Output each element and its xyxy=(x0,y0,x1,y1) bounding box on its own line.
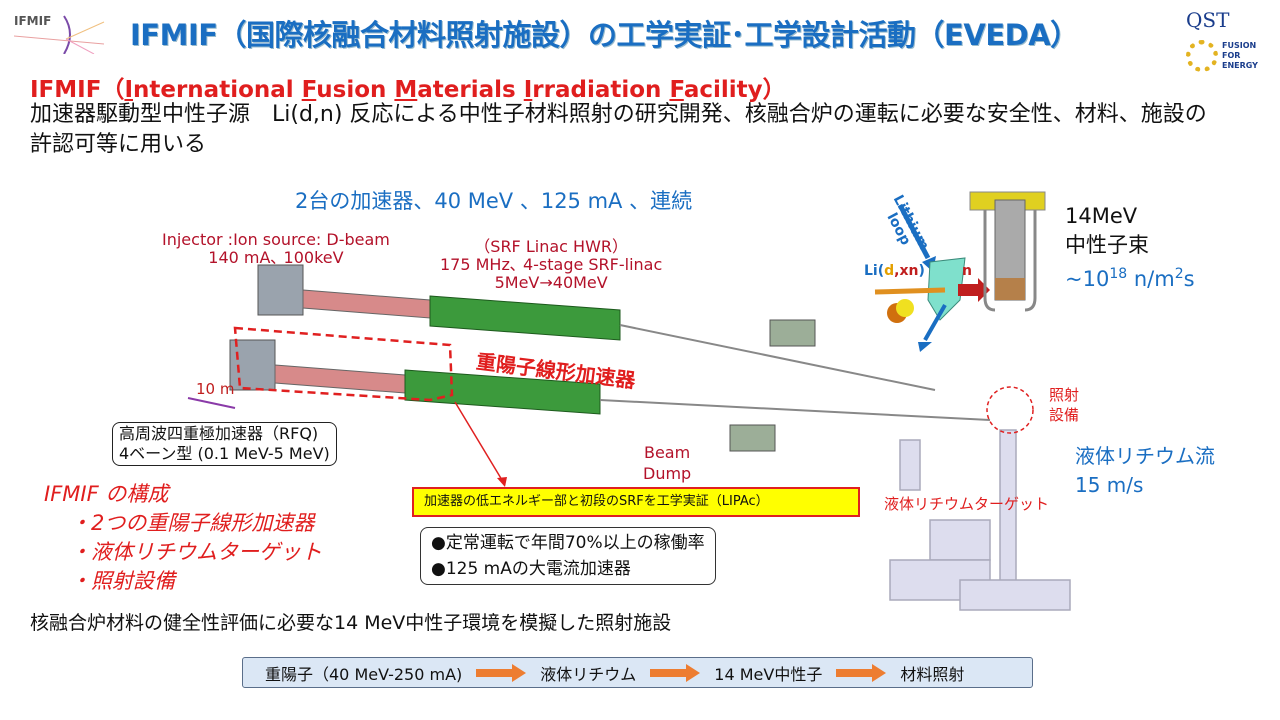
srf-linac-label: （SRF Linac HWR）175 MHz､ 4-stage SRF-lina… xyxy=(440,237,663,292)
f4e-logo: FUSION FOR ENERGY xyxy=(1186,40,1276,76)
ifmif-heading: IFMIF（International Fusion Materials Irr… xyxy=(30,77,786,103)
page-title: IFMIF（国際核融合材料照射施設）の工学実証･工学設計活動（EVEDA） xyxy=(130,18,1079,52)
lithium-target-label: 液体リチウムターゲット xyxy=(884,495,1050,513)
flow-step: 材料照射 xyxy=(900,664,965,684)
flow-step: 14 MeV中性子 xyxy=(714,664,823,684)
composition-title: IFMIF の構成 xyxy=(44,482,169,506)
flow-step: 重陽子（40 MeV-250 mA) xyxy=(265,664,463,684)
process-flow-bar: 重陽子（40 MeV-250 mA) 液体リチウム 14 MeV中性子 材料照射 xyxy=(242,657,1033,688)
ifmif-logo: IFMIF xyxy=(14,14,109,54)
flow-step: 液体リチウム xyxy=(540,664,637,684)
irradiation-facility-label: 照射設備 xyxy=(1049,386,1080,424)
neutron-arrow-label: n xyxy=(962,263,972,279)
arrow-right-icon xyxy=(476,663,527,682)
features-box: ●定常運転で年間70%以上の稼働率●125 mAの大電流加速器 xyxy=(420,527,716,585)
reaction-label: Li(d,xn) xyxy=(864,263,925,279)
composition-item: ・2つの重陽子線形加速器 xyxy=(70,511,315,535)
composition-list: IFMIF の構成 ・2つの重陽子線形加速器 ・液体リチウムターゲット ・照射設… xyxy=(44,480,322,596)
ifmif-description: 加速器駆動型中性子源 Li(d,n) 反応による中性子材料照射の研究開発、核融合… xyxy=(30,102,1207,157)
summary-text: 核融合炉材料の健全性評価に必要な14 MeV中性子環境を模擬した照射施設 xyxy=(30,612,672,634)
lipac-callout: 加速器の低エネルギー部と初段のSRFを工学実証（LIPAc） xyxy=(412,487,860,517)
accelerator-spec: 2台の加速器、40 MeV 、125 mA 、連続 xyxy=(295,189,693,213)
qst-logo: QST xyxy=(1186,8,1230,32)
arrow-right-icon xyxy=(650,663,701,682)
arrow-right-icon xyxy=(836,663,887,682)
composition-item: ・照射設備 xyxy=(70,569,175,593)
scale-label: 10 m xyxy=(196,380,235,398)
rfq-label: 高周波四重極加速器（RFQ)4ベーン型 (0.1 MeV-5 MeV) xyxy=(112,422,337,466)
ifmif-logo-text: IFMIF xyxy=(14,14,52,28)
composition-item: ・液体リチウムターゲット xyxy=(70,540,322,564)
